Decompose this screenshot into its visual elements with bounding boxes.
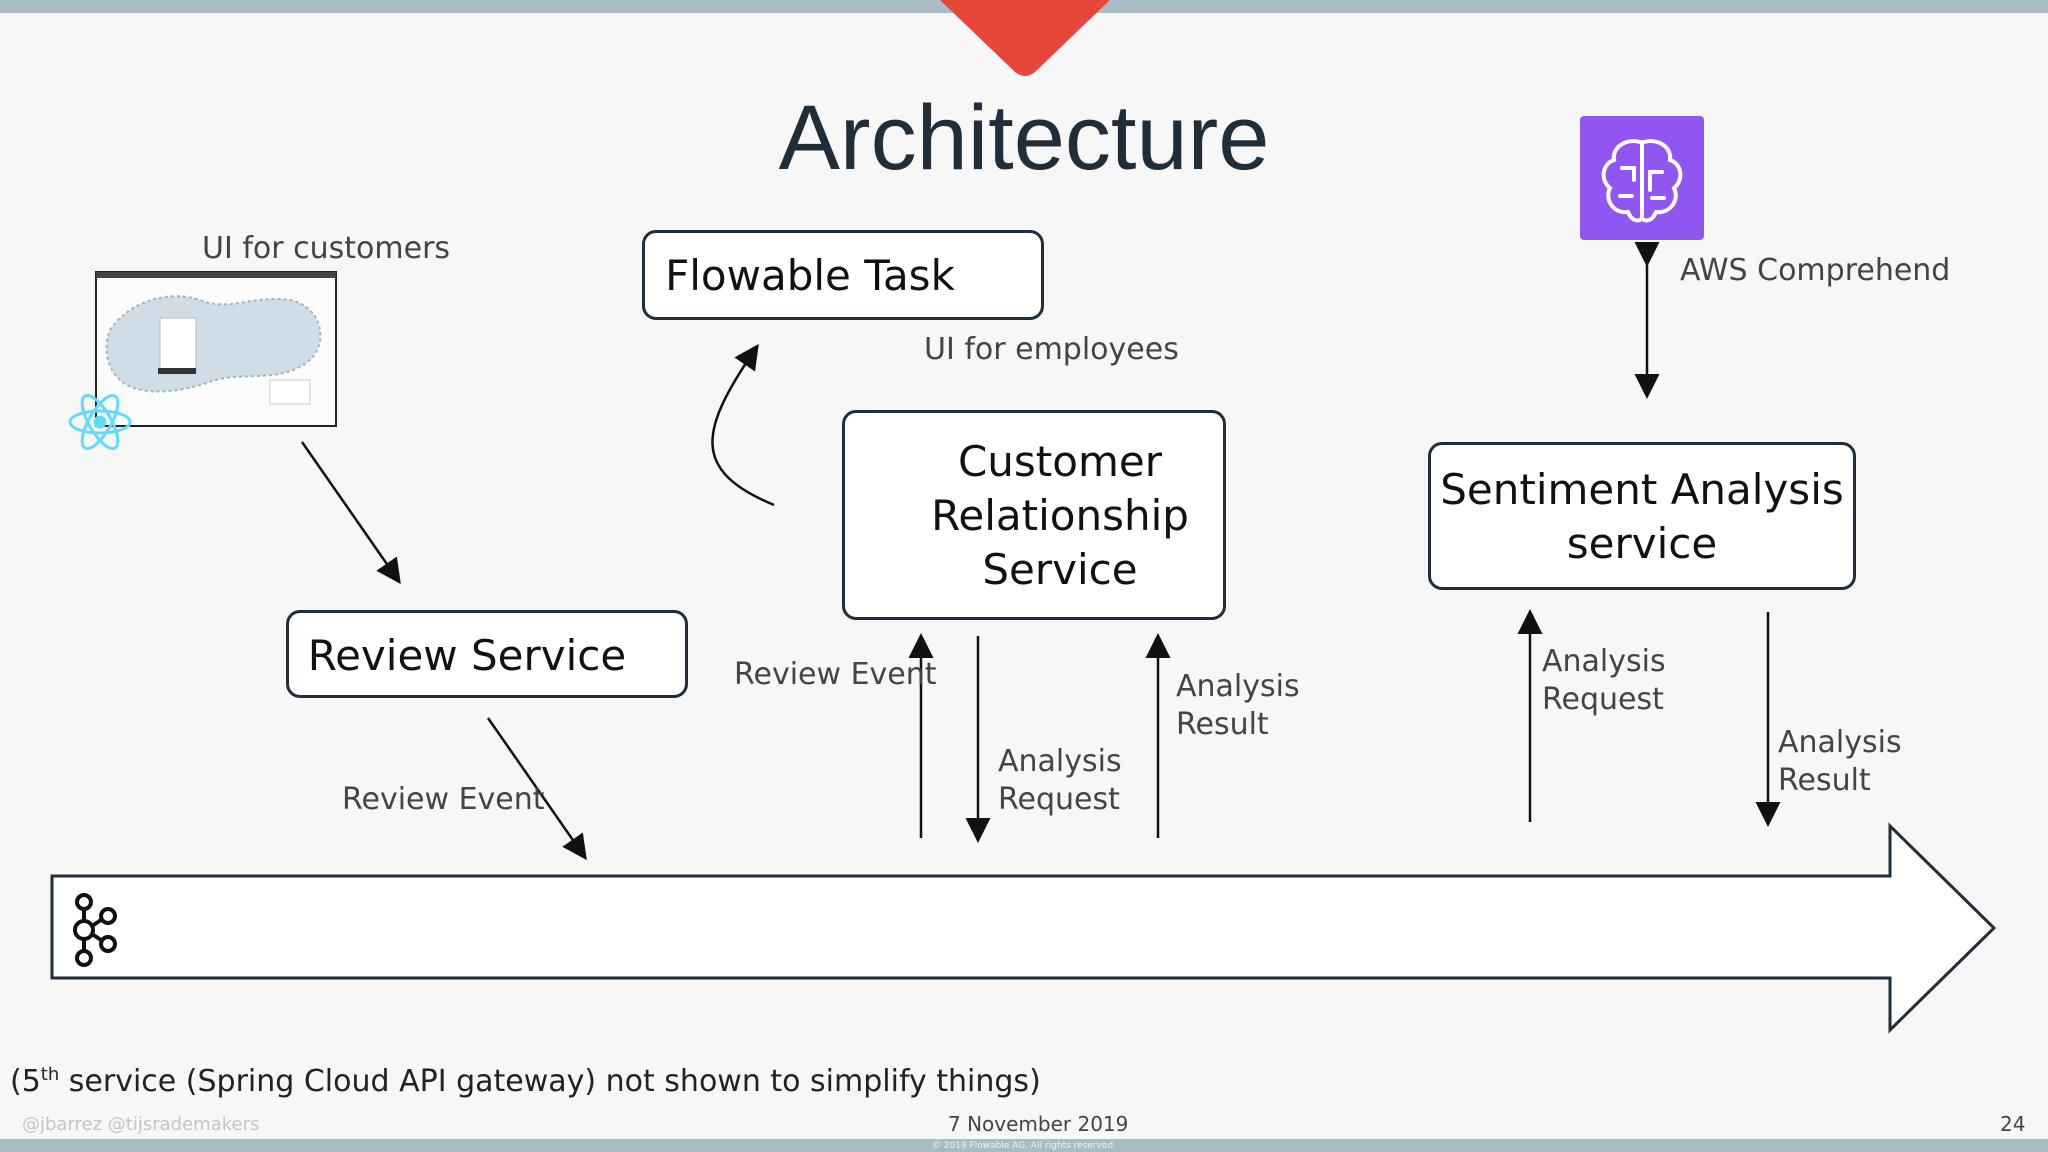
review-event-label-crm: Review Event [734,657,937,692]
analysis-result-label-sentiment: Analysis Result [1778,724,1902,800]
page-number: 24 [2000,1112,2026,1136]
bottom-bar [0,1139,2048,1152]
analysis-request-crm-line2: Request [998,782,1120,817]
footnote-superscript: th [40,1064,60,1085]
analysis-request-label-sentiment: Analysis Request [1542,643,1666,719]
kafka-icon [73,893,117,967]
review-service-label: Review Service [307,631,627,680]
review-service-box: Review Service [286,610,688,698]
analysis-result-crm-line2: Result [1176,707,1269,742]
flowable-task-box: Flowable Task [642,230,1044,320]
footnote: (5th service (Spring Cloud API gateway) … [10,1064,1041,1099]
analysis-result-sentiment-line2: Result [1778,763,1871,798]
analysis-request-crm-line1: Analysis [998,744,1122,779]
crm-service-label: Customer Relationship Service [905,435,1215,597]
crm-label-line2: Relationship [931,491,1189,540]
crm-label-line3: Service [982,545,1138,594]
footnote-prefix: (5 [10,1064,41,1099]
slide-title: Architecture [778,87,1270,189]
flowable-task-label: Flowable Task [665,251,955,300]
sentiment-label-line1: Sentiment Analysis [1440,465,1844,514]
analysis-result-sentiment-line1: Analysis [1778,725,1902,760]
sentiment-service-label: Sentiment Analysis service [1431,463,1853,571]
sentiment-service-box: Sentiment Analysis service [1428,442,1856,590]
footer-handles: @jbarrez @tijsrademakers [22,1114,260,1135]
react-icon [68,393,132,451]
crm-service-box: Customer Relationship Service [842,410,1226,620]
arrow-ui-to-review [300,441,401,585]
aws-comprehend-label: AWS Comprehend [1680,253,1951,288]
top-accent-triangle [940,0,1110,76]
analysis-request-label-crm: Analysis Request [998,743,1122,819]
arrow-crm-to-task [711,343,775,507]
ui-employees-label: UI for employees [924,332,1179,367]
kafka-stream-arrow [50,822,1997,1034]
sentiment-label-line2: service [1566,519,1718,568]
footer-date: 7 November 2019 [948,1112,1129,1136]
review-event-label-review: Review Event [342,782,545,817]
brain-icon [1580,116,1704,240]
footnote-text: service (Spring Cloud API gateway) not s… [59,1064,1041,1099]
customer-ui-thumbnail [95,271,337,427]
analysis-request-sentiment-line2: Request [1542,682,1664,717]
copyright: © 2019 Flowable AG. All rights reserved. [931,1141,1117,1151]
ui-customers-label: UI for customers [202,231,451,266]
analysis-result-crm-line1: Analysis [1176,669,1300,704]
crm-label-line1: Customer [957,437,1162,486]
analysis-result-label-crm: Analysis Result [1176,668,1300,744]
analysis-request-sentiment-line1: Analysis [1542,644,1666,679]
arrow-review-to-kafka [486,717,587,861]
